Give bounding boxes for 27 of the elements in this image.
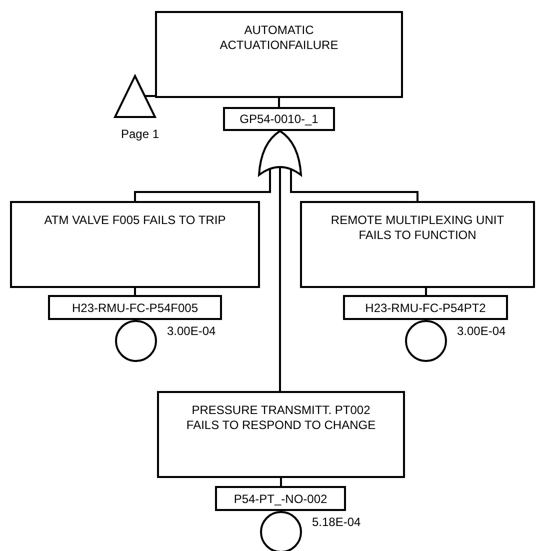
connector-line <box>280 478 282 486</box>
event-id-box <box>343 295 508 320</box>
event-id: GP54-0010-_1 <box>240 113 318 125</box>
connector-line <box>279 166 281 391</box>
connector-line <box>278 98 280 107</box>
event-box <box>300 201 535 288</box>
probability-value: 3.00E-04 <box>167 324 216 338</box>
page-reference: Page 1 <box>120 127 160 141</box>
connector-line <box>290 168 418 201</box>
probability-value: 5.18E-04 <box>312 515 361 529</box>
event-box <box>10 201 260 288</box>
event-id: P54-PT_-NO-002 <box>234 492 328 504</box>
event-box <box>157 391 405 478</box>
connector-line <box>134 168 271 201</box>
event-id: H23-RMU-FC-P54PT2 <box>365 302 486 314</box>
connector-line <box>425 288 427 295</box>
event-box <box>155 11 403 98</box>
event-description: PRESSURE TRANSMITT. PT002 FAILS TO RESPOND TO CHANGE <box>185 403 377 433</box>
event-description: AUTOMATIC ACTUATIONFAILURE <box>218 23 340 53</box>
event-id: H23-RMU-FC-P54F005 <box>72 302 198 314</box>
event-id-box <box>215 486 346 511</box>
event-id-box <box>48 295 222 320</box>
event-description: REMOTE MULTIPLEXING UNIT FAILS TO FUNCTION <box>330 213 506 243</box>
event-id-box <box>223 107 335 131</box>
connector-line <box>134 288 136 295</box>
event-description: ATM VALVE F005 FAILS TO TRIP <box>44 213 226 228</box>
probability-value: 3.00E-04 <box>457 324 506 338</box>
